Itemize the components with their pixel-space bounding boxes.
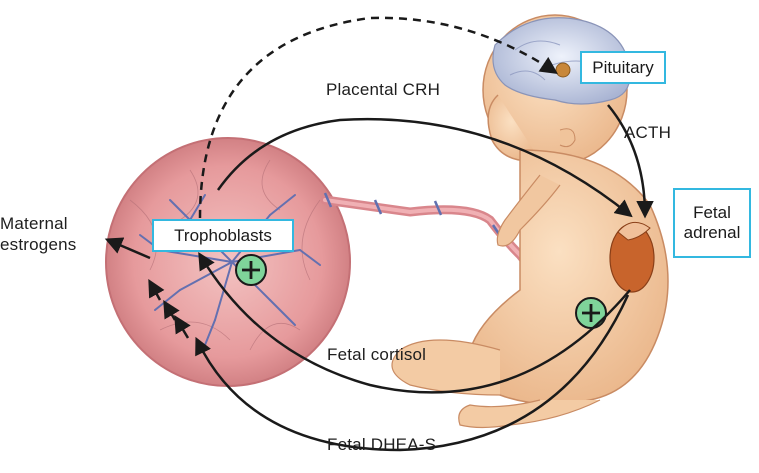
fetal-adrenal-gland: [609, 221, 655, 293]
acth-arrow: [607, 104, 654, 219]
fetal-dheas-arrow: [195, 294, 630, 452]
acth-label: ACTH: [624, 123, 672, 142]
fetal-adrenal-label-line1: Fetal: [693, 203, 731, 222]
fetal-adrenal-label-line2: adrenal: [683, 223, 741, 242]
maternal-estrogen-arrow-3: [163, 299, 180, 321]
placental-crh-label: Placental CRH: [326, 80, 441, 99]
maternal-estrogens-label: Maternal estrogens: [0, 213, 76, 255]
fetal-cortisol-label: Fetal cortisol: [327, 345, 427, 364]
fetal-cortisol-arrow: [198, 251, 631, 394]
pituitary-gland: [555, 62, 571, 78]
fetal-adrenal-label-box: Fetal adrenal: [673, 188, 751, 258]
stimulation-plus-placenta: [235, 254, 267, 286]
pituitary-label: Pituitary: [592, 57, 654, 77]
pituitary-label-box: Pituitary: [580, 51, 666, 84]
maternal-estrogens-line1: Maternal: [0, 214, 68, 233]
maternal-estrogen-arrow-2: [148, 278, 165, 301]
maternal-estrogen-arrow-1: [104, 237, 151, 260]
maternal-estrogen-arrow-4: [174, 314, 191, 339]
maternal-estrogens-line2: estrogens: [0, 235, 77, 254]
trophoblasts-label-box: Trophoblasts: [152, 219, 294, 252]
placental-crh-arrow: [216, 117, 633, 218]
trophoblasts-label: Trophoblasts: [174, 225, 272, 245]
crh-to-pituitary-arrow: [198, 16, 558, 219]
stimulation-plus-adrenal: [575, 297, 607, 329]
fetal-dheas-label: Fetal DHEA-S: [327, 435, 437, 454]
